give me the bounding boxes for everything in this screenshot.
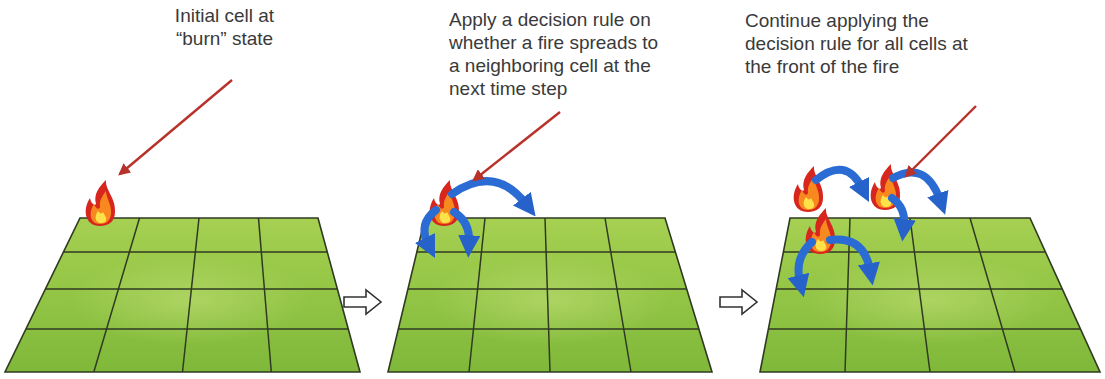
fire-icon: [430, 180, 459, 226]
leader-arrow: [120, 80, 232, 174]
grid-panel: [388, 218, 712, 372]
spread-arrow: [452, 181, 526, 204]
grass-grid: [5, 218, 360, 372]
grass-grid: [760, 218, 1100, 372]
spread-arrow: [454, 212, 469, 242]
spread-arrows: [799, 170, 941, 282]
spread-arrow: [830, 240, 870, 270]
grass-texture: [430, 255, 670, 345]
leader-arrow: [474, 112, 560, 180]
grid-panel: [5, 218, 360, 372]
step-arrow: [344, 290, 381, 314]
grid-line: [183, 218, 200, 372]
grid-line: [259, 218, 272, 372]
grid-line: [545, 218, 550, 372]
grid-lines: [398, 218, 698, 372]
spread-arrows: [424, 181, 526, 244]
callout-text: Initial cell at “burn” state: [158, 4, 291, 50]
callout-text: Apply a decision rule on whether a fire …: [449, 8, 666, 100]
callout-text: Continue applying the decision rule for …: [745, 9, 973, 78]
grid-line: [910, 218, 930, 372]
leader-arrow: [906, 106, 976, 176]
grid-panel: [760, 218, 1100, 372]
grid-line: [970, 218, 1015, 372]
spread-arrow: [424, 210, 436, 244]
fire-icon: [794, 166, 823, 212]
step-arrow: [720, 290, 757, 314]
grid-lines: [768, 218, 1080, 372]
grid-lines: [26, 218, 348, 372]
grass-texture: [805, 255, 1055, 345]
grid-line: [605, 218, 631, 372]
grass-grid: [388, 218, 712, 372]
fire-icon: [86, 180, 115, 226]
spread-arrow: [799, 242, 813, 282]
spread-arrow: [892, 198, 904, 226]
grid-line: [94, 218, 140, 372]
spread-arrow: [816, 170, 862, 188]
spread-arrow: [893, 172, 940, 200]
